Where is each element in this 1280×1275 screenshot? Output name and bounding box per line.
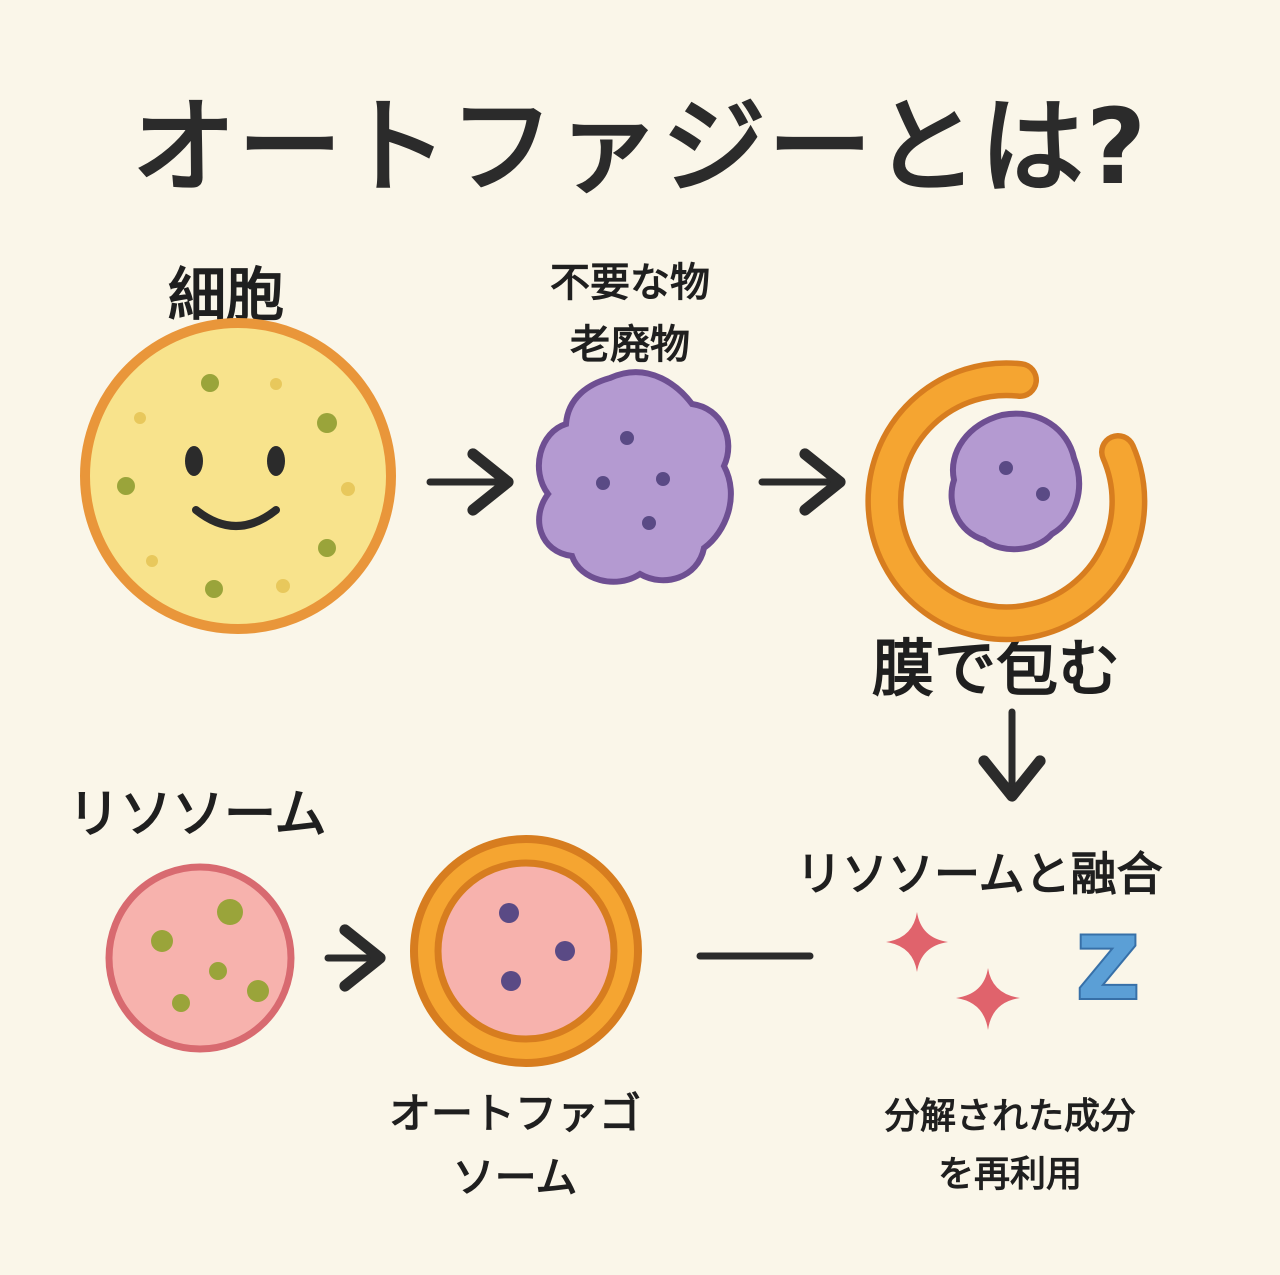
cell-label: 細胞	[168, 261, 285, 329]
reuse-label-line1: 分解された成分	[883, 1096, 1136, 1137]
lysosome-icon	[105, 863, 295, 1053]
z-icon: Z	[1077, 919, 1139, 1019]
page-title: オートファジーとは?	[131, 86, 1149, 208]
autophagosome-label-line2: ソーム	[452, 1153, 578, 1202]
cell-eye-right	[267, 446, 285, 476]
reuse-label-line2: を再利用	[937, 1154, 1082, 1195]
reuse-label: 分解された成分 を再利用	[830, 1088, 1190, 1204]
cell-icon	[80, 318, 396, 634]
sparkle-icon-2	[956, 968, 1020, 1030]
waste-label-line1: 不要な物	[550, 260, 710, 306]
waste-blob-icon	[536, 369, 734, 585]
sparkle-icon-1	[886, 912, 948, 972]
lysosome-label: リソソーム	[68, 785, 327, 845]
fusion-label: リソソームと融合	[796, 847, 1163, 901]
membrane-wrap-icon	[865, 360, 1148, 643]
autophagosome-label-line1: オートファゴ	[388, 1089, 641, 1138]
wrap-label: 膜で包む	[872, 632, 1121, 705]
cell-eye-left	[185, 446, 203, 476]
autophagosome-label: オートファゴ ソーム	[340, 1082, 690, 1210]
cell-smile	[192, 506, 280, 530]
waste-label: 不要な物 老廃物	[500, 252, 760, 376]
autophagosome-icon	[410, 835, 642, 1067]
waste-label-line2: 老廃物	[570, 322, 690, 368]
